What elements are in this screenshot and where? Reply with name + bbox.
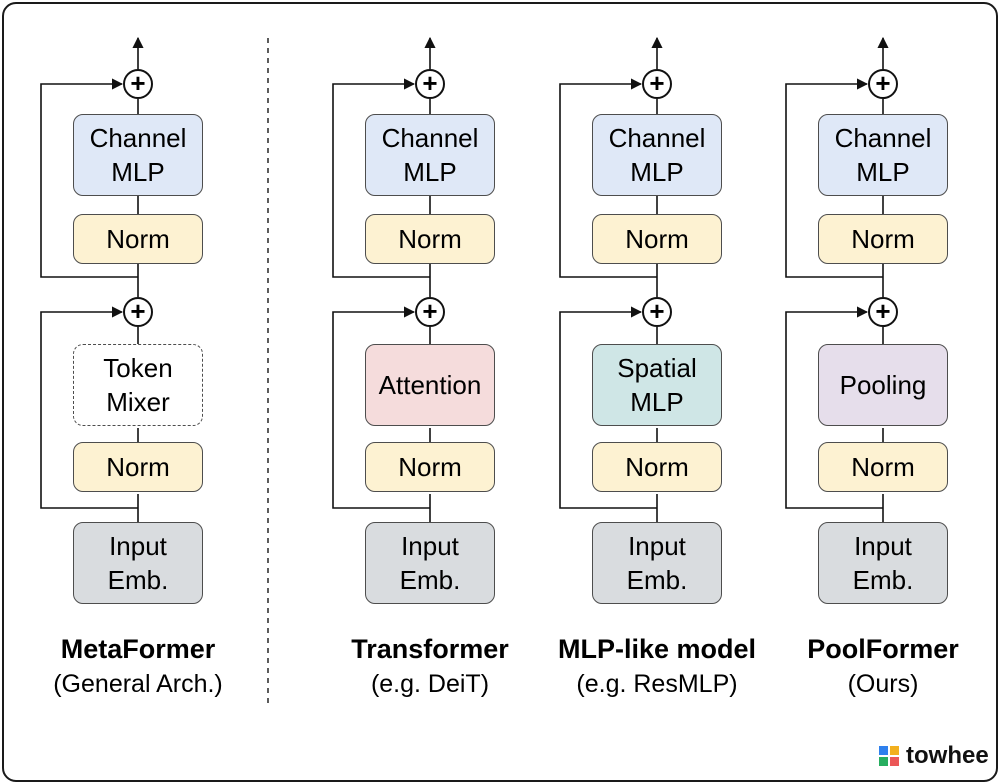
- residual-arrow-upper: [332, 78, 430, 278]
- attention-block: Attention: [365, 344, 495, 426]
- norm-block-upper: Norm: [365, 214, 495, 264]
- add-icon-lower: +: [642, 297, 672, 327]
- input-emb-block: Input Emb.: [592, 522, 722, 604]
- norm-block-upper: Norm: [73, 214, 203, 264]
- input-emb-block: Input Emb.: [365, 522, 495, 604]
- norm-block-upper: Norm: [592, 214, 722, 264]
- norm-block-lower: Norm: [73, 442, 203, 492]
- caption-subtitle: (General Arch.): [53, 670, 223, 698]
- norm-block-lower: Norm: [592, 442, 722, 492]
- add-icon-lower: +: [415, 297, 445, 327]
- caption-subtitle: (e.g. DeiT): [370, 670, 490, 698]
- residual-arrow-upper: [40, 78, 138, 278]
- residual-arrow-lower: [40, 306, 138, 509]
- channel-mlp-block: Channel MLP: [365, 114, 495, 196]
- residual-arrow-upper: [785, 78, 883, 278]
- residual-arrow-lower: [559, 306, 657, 509]
- add-icon-lower: +: [868, 297, 898, 327]
- caption-title: MLP-like model: [557, 634, 757, 664]
- towhee-logo-icon: [879, 746, 899, 766]
- caption-title: Transformer: [351, 634, 509, 664]
- spatial-mlp-block: Spatial MLP: [592, 344, 722, 426]
- token-mixer-block: Token Mixer: [73, 344, 203, 426]
- residual-arrow-lower: [785, 306, 883, 509]
- norm-block-lower: Norm: [818, 442, 948, 492]
- caption-subtitle: (e.g. ResMLP): [576, 670, 738, 698]
- add-icon-lower: +: [123, 297, 153, 327]
- add-icon-upper: +: [123, 69, 153, 99]
- caption-subtitle: (Ours): [847, 670, 919, 698]
- pooling-block: Pooling: [818, 344, 948, 426]
- towhee-logo: towhee: [878, 742, 989, 770]
- residual-arrow-lower: [332, 306, 430, 509]
- input-emb-block: Input Emb.: [73, 522, 203, 604]
- norm-block-lower: Norm: [365, 442, 495, 492]
- residual-arrow-upper: [559, 78, 657, 278]
- add-icon-upper: +: [642, 69, 672, 99]
- channel-mlp-block: Channel MLP: [818, 114, 948, 196]
- norm-block-upper: Norm: [818, 214, 948, 264]
- input-emb-block: Input Emb.: [818, 522, 948, 604]
- channel-mlp-block: Channel MLP: [592, 114, 722, 196]
- towhee-logo-text: towhee: [906, 742, 989, 769]
- channel-mlp-block: Channel MLP: [73, 114, 203, 196]
- add-icon-upper: +: [868, 69, 898, 99]
- add-icon-upper: +: [415, 69, 445, 99]
- caption-title: PoolFormer: [807, 634, 959, 664]
- caption-title: MetaFormer: [60, 634, 216, 664]
